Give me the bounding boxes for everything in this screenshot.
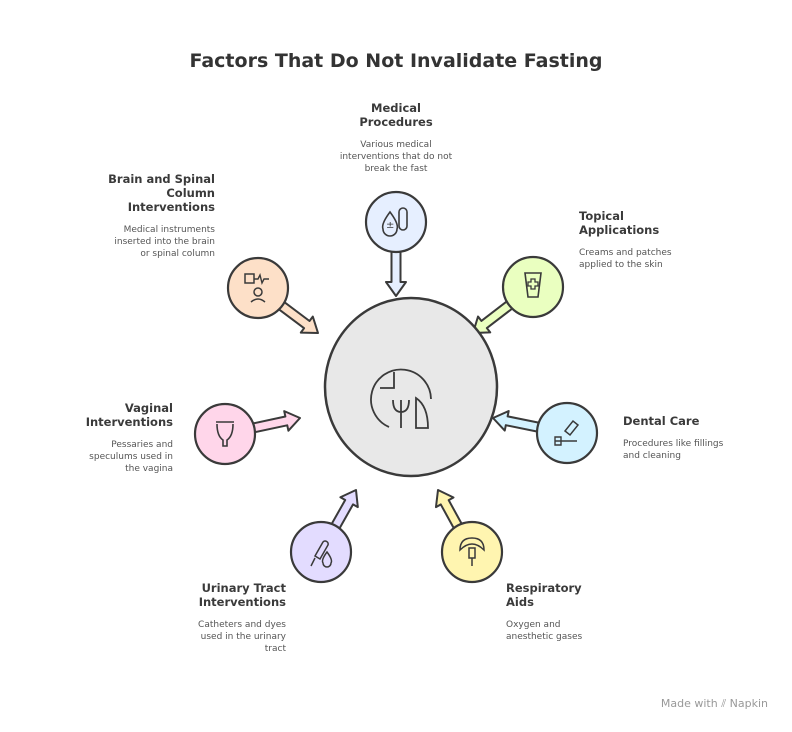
node-text-medical: Medical Procedures Various medical inter… — [321, 101, 471, 175]
node-description: Catheters and dyes used in the urinary t… — [198, 620, 286, 654]
node-description: Creams and patches applied to the skin — [579, 248, 672, 270]
node-respiratory — [440, 520, 504, 584]
node-topical — [501, 255, 565, 319]
center-hub — [323, 296, 499, 478]
toothbrush-toothpaste-icon — [554, 419, 580, 446]
node-description: Medical instruments inserted into the br… — [114, 225, 215, 259]
fasting-fork-moon-icon — [370, 368, 432, 429]
node-description: Various medical interventions that do no… — [339, 140, 453, 174]
oxygen-mask-icon — [459, 537, 485, 566]
arrow-brain — [276, 300, 319, 334]
node-label: Medical Procedures — [359, 101, 433, 129]
arrow-urinary — [329, 489, 359, 531]
node-label: Urinary Tract Interventions — [198, 581, 286, 609]
svg-text:±: ± — [386, 220, 394, 231]
napkin-brand-text: Napkin — [729, 697, 768, 710]
catheter-drop-icon — [310, 540, 333, 568]
node-text-urinary: Urinary Tract Interventions Catheters an… — [136, 581, 286, 655]
diagram-title: Factors That Do Not Invalidate Fasting — [189, 50, 603, 72]
node-label: Respiratory Aids — [506, 581, 582, 609]
arrow-medical — [385, 249, 407, 297]
node-text-dental: Dental Care Procedures like fillings and… — [623, 414, 773, 462]
node-label: Topical Applications — [579, 209, 660, 237]
node-urinary — [289, 520, 353, 584]
arrow-topical — [472, 299, 515, 334]
node-medical: ± — [364, 190, 428, 254]
menstrual-cup-icon — [216, 421, 234, 447]
blood-drop-test-tube-icon: ± — [381, 207, 408, 237]
made-with-text: Made with — [660, 697, 718, 710]
node-description: Pessaries and speculums used in the vagi… — [89, 440, 173, 474]
node-label: Vaginal Interventions — [85, 401, 173, 429]
node-vaginal — [193, 402, 257, 466]
napkin-logo-icon: ⫽ — [721, 697, 727, 710]
node-text-topical: Topical Applications Creams and patches … — [579, 209, 729, 271]
cream-tube-icon — [524, 272, 542, 298]
node-text-brain: Brain and Spinal Column Interventions Me… — [65, 172, 215, 260]
brain-scan-patient-icon — [244, 272, 269, 303]
arrow-respiratory — [434, 489, 464, 531]
node-dental — [535, 401, 599, 465]
node-description: Oxygen and anesthetic gases — [506, 620, 583, 642]
node-text-respiratory: Respiratory Aids Oxygen and anesthetic g… — [506, 581, 656, 643]
node-text-vaginal: Vaginal Interventions Pessaries and spec… — [23, 401, 173, 475]
arrow-dental — [492, 409, 542, 433]
node-description: Procedures like fillings and cleaning — [623, 439, 724, 461]
node-brain — [226, 256, 290, 320]
node-label: Brain and Spinal Column Interventions — [108, 172, 215, 214]
node-label: Dental Care — [623, 414, 700, 428]
arrow-vaginal — [250, 410, 301, 434]
made-with-napkin-badge[interactable]: Made with ⫽ Napkin — [661, 697, 768, 711]
